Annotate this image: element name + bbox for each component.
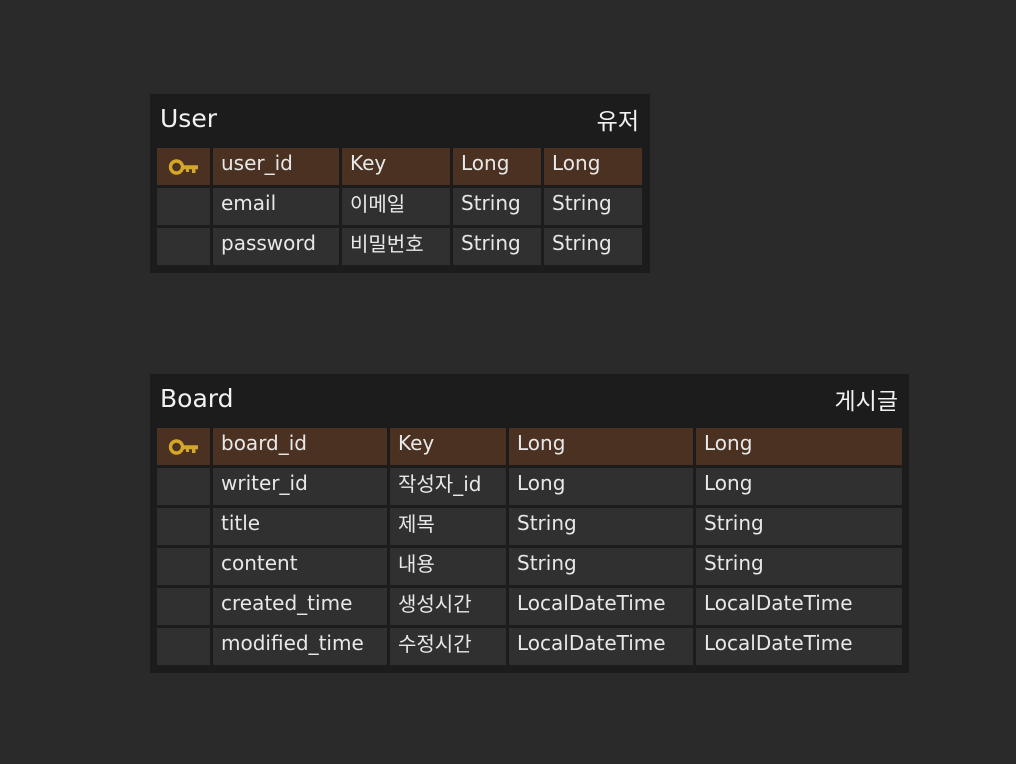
column-comment: 비밀번호 — [342, 228, 450, 265]
entity-header: User 유저 — [157, 94, 643, 143]
column-list: board_id Key Long Long writer_id 작성자_id … — [157, 428, 902, 665]
key-slot — [157, 628, 210, 665]
entity-board-table[interactable]: Board 게시글 board_id Key Long Long writer_… — [150, 374, 909, 673]
column-logical-type: LocalDateTime — [509, 588, 693, 625]
column-name: password — [213, 228, 339, 265]
column-name: user_id — [213, 148, 339, 185]
column-comment: Key — [390, 428, 506, 465]
column-comment: 생성시간 — [390, 588, 506, 625]
column-row-modified-time[interactable]: modified_time 수정시간 LocalDateTime LocalDa… — [157, 628, 902, 665]
column-physical-type: LocalDateTime — [696, 628, 902, 665]
column-row-board-id[interactable]: board_id Key Long Long — [157, 428, 902, 465]
column-comment: 작성자_id — [390, 468, 506, 505]
column-list: user_id Key Long Long email 이메일 String S… — [157, 148, 643, 265]
key-slot — [157, 548, 210, 585]
column-name: title — [213, 508, 387, 545]
column-comment: 이메일 — [342, 188, 450, 225]
column-row-user-id[interactable]: user_id Key Long Long — [157, 148, 643, 185]
key-icon — [157, 428, 210, 465]
column-logical-type: String — [509, 548, 693, 585]
key-icon — [157, 148, 210, 185]
column-comment: Key — [342, 148, 450, 185]
key-slot — [157, 468, 210, 505]
column-row-writer-id[interactable]: writer_id 작성자_id Long Long — [157, 468, 902, 505]
column-comment: 내용 — [390, 548, 506, 585]
column-row-email[interactable]: email 이메일 String String — [157, 188, 643, 225]
key-slot — [157, 188, 210, 225]
column-physical-type: String — [696, 548, 902, 585]
column-name: writer_id — [213, 468, 387, 505]
column-name: email — [213, 188, 339, 225]
column-logical-type: String — [509, 508, 693, 545]
column-logical-type: Long — [509, 428, 693, 465]
column-logical-type: LocalDateTime — [509, 628, 693, 665]
entity-user-table[interactable]: User 유저 user_id Key Long Long email 이메일 — [150, 94, 650, 273]
entity-alias: 유저 — [596, 108, 639, 135]
column-physical-type: LocalDateTime — [696, 588, 902, 625]
key-slot — [157, 588, 210, 625]
entity-name: Board — [160, 384, 234, 413]
key-slot — [157, 228, 210, 265]
column-name: content — [213, 548, 387, 585]
column-logical-type: String — [453, 228, 541, 265]
column-name: modified_time — [213, 628, 387, 665]
column-comment: 수정시간 — [390, 628, 506, 665]
entity-header: Board 게시글 — [157, 374, 902, 423]
key-slot — [157, 508, 210, 545]
column-name: created_time — [213, 588, 387, 625]
column-comment: 제목 — [390, 508, 506, 545]
column-row-content[interactable]: content 내용 String String — [157, 548, 902, 585]
column-logical-type: String — [453, 188, 541, 225]
column-name: board_id — [213, 428, 387, 465]
column-row-password[interactable]: password 비밀번호 String String — [157, 228, 643, 265]
column-physical-type: Long — [696, 468, 902, 505]
column-physical-type: Long — [544, 148, 642, 185]
column-logical-type: Long — [453, 148, 541, 185]
entity-name: User — [160, 104, 217, 133]
column-row-created-time[interactable]: created_time 생성시간 LocalDateTime LocalDat… — [157, 588, 902, 625]
column-logical-type: Long — [509, 468, 693, 505]
column-physical-type: String — [544, 228, 642, 265]
column-physical-type: String — [696, 508, 902, 545]
column-physical-type: String — [544, 188, 642, 225]
column-physical-type: Long — [696, 428, 902, 465]
entity-alias: 게시글 — [834, 388, 898, 415]
column-row-title[interactable]: title 제목 String String — [157, 508, 902, 545]
